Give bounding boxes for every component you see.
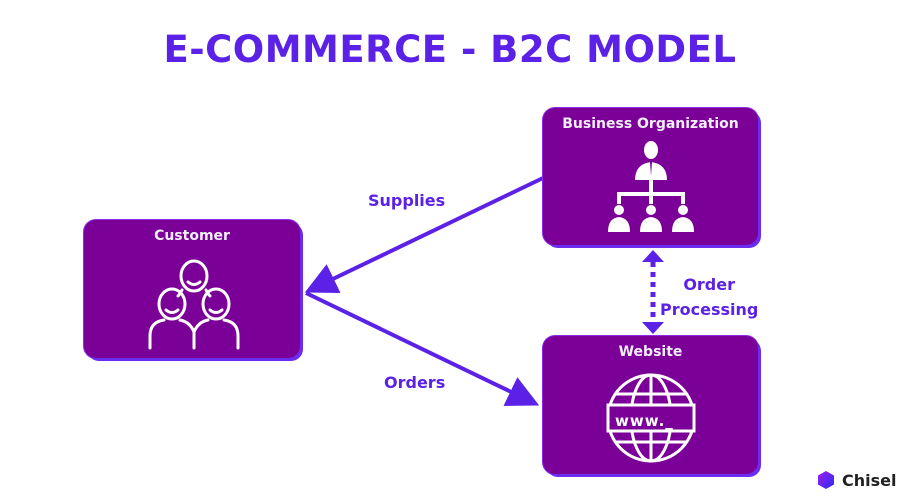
org-chart-icon [608, 141, 694, 232]
customer-label: Customer [154, 228, 230, 244]
business-organization-label: Business Organization [562, 116, 739, 132]
customer-node[interactable]: Customer [84, 220, 300, 358]
diagram-title: E-COMMERCE - B2C MODEL [163, 28, 737, 71]
order-processing-label: Order Processing [660, 272, 758, 322]
order-processing-arrowhead-down [642, 322, 664, 334]
order-processing-label-line2: Processing [660, 300, 759, 319]
supplies-label: Supplies [368, 191, 446, 210]
supplies-arrow [304, 176, 544, 294]
globe-www-icon [606, 373, 696, 463]
order-processing-label-line1: Order [683, 275, 735, 294]
website-url-text: www._ [615, 412, 674, 430]
orders-label: Orders [384, 373, 446, 392]
people-group-icon [148, 259, 240, 350]
orders-arrow [305, 291, 540, 406]
order-processing-arrowhead-up [642, 250, 664, 262]
website-label: Website [618, 344, 683, 360]
website-node[interactable]: Website www._ [543, 336, 758, 474]
business-organization-node[interactable]: Business Organization [543, 108, 758, 245]
hexagon-logo-icon [818, 471, 834, 489]
brand-name: Chisel [842, 470, 897, 490]
brand-logo: Chisel [816, 470, 896, 490]
